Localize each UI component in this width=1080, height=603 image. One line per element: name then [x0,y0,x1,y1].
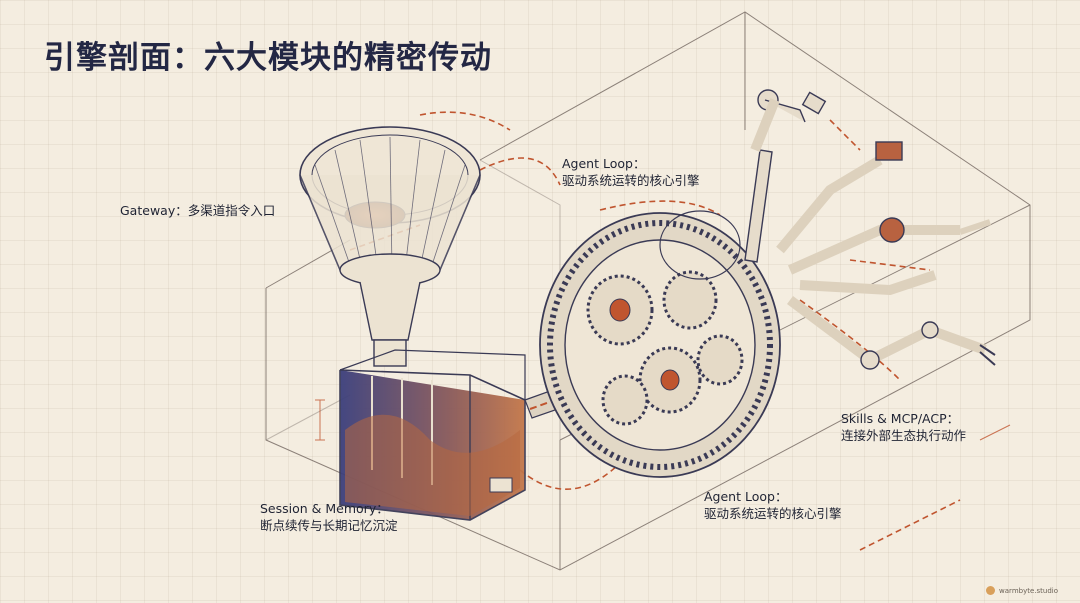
skills-desc: 连接外部生态执行动作 [841,428,967,443]
session-desc: 断点续传与长期记忆沉淀 [260,518,398,533]
memory-tank [339,349,526,521]
agent-loop-bottom-desc: 驱动系统运转的核心引擎 [704,506,842,521]
gateway-funnel [299,126,481,367]
brand-text: warmbyte.studio [999,586,1058,595]
session-name: Session & Memory： [260,501,389,516]
brand-mark: warmbyte.studio [986,586,1058,595]
skills-name: Skills & MCP/ACP： [841,411,960,426]
agent-loop-top-name: Agent Loop： [562,156,646,171]
agent-loop-label-top: Agent Loop： 驱动系统运转的核心引擎 [562,155,700,189]
agent-loop-gears [539,210,781,478]
skills-label: Skills & MCP/ACP： 连接外部生态执行动作 [841,410,966,444]
agent-loop-top-desc: 驱动系统运转的核心引擎 [562,173,700,188]
gateway-label-name: Gateway： [120,203,188,218]
session-label: Session & Memory： 断点续传与长期记忆沉淀 [260,500,398,534]
agent-loop-bottom-name: Agent Loop： [704,489,788,504]
gateway-label: Gateway：多渠道指令入口 [120,202,275,219]
brand-logo-icon [986,586,996,595]
agent-loop-label-bottom: Agent Loop： 驱动系统运转的核心引擎 [704,488,842,522]
gateway-label-desc: 多渠道指令入口 [187,203,276,218]
skills-arms [744,89,996,370]
page-title: 引擎剖面：六大模块的精密传动 [44,40,492,76]
